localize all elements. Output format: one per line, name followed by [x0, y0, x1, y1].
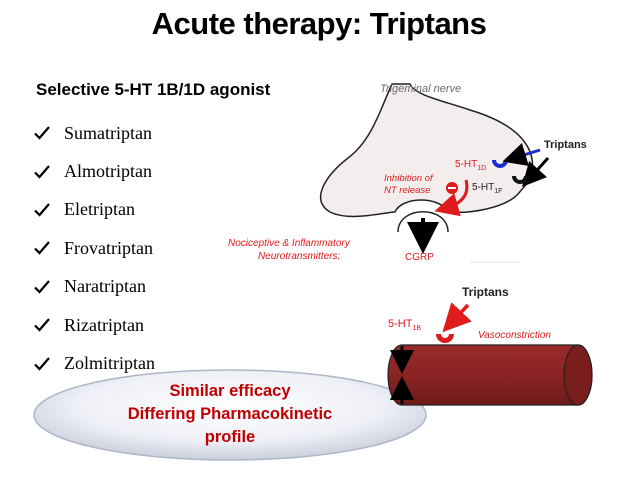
inhibition-arrow	[434, 179, 469, 217]
drug-name: Almotriptan	[64, 161, 152, 182]
checkmark-icon	[34, 280, 50, 294]
nerve-terminal	[319, 83, 534, 218]
drug-name: Naratriptan	[64, 276, 146, 297]
checkmark-icon	[34, 126, 50, 140]
triptan-list: Sumatriptan Almotriptan Eletriptan Frova…	[34, 114, 155, 383]
list-item: Frovatriptan	[34, 229, 155, 267]
callout-pill	[33, 369, 427, 461]
blood-vessel	[387, 344, 593, 406]
list-item: Sumatriptan	[34, 114, 155, 152]
list-item: Rizatriptan	[34, 306, 155, 344]
receptor-1b-label: 5-HT1B	[388, 318, 421, 332]
receptor-1f-label: 5-HT1F	[472, 182, 502, 195]
drug-name: Frovatriptan	[64, 237, 153, 258]
drug-name: Zolmitriptan	[64, 353, 155, 374]
receptor-1d-label: 5-HT1D	[455, 159, 486, 172]
checkmark-icon	[34, 356, 50, 371]
list-item: Zolmitriptan	[34, 344, 155, 382]
checkmark-icon	[34, 318, 50, 332]
synaptic-cleft	[397, 211, 449, 233]
slide-subtitle: Selective 5-HT 1B/1D agonist	[36, 80, 271, 99]
triptans-bottom-label: Triptans	[462, 285, 509, 299]
list-item: Eletriptan	[34, 191, 155, 229]
triptan-arrow-blue	[502, 143, 541, 166]
vessel-end	[563, 344, 593, 406]
receptor-1f-black	[512, 176, 528, 184]
checkmark-icon	[34, 241, 50, 255]
drug-name: Sumatriptan	[64, 122, 152, 143]
drug-name: Rizatriptan	[64, 314, 144, 335]
triptan-arrow-red	[442, 302, 472, 333]
vasoconstriction-label: Vasoconstriction	[478, 330, 551, 341]
cgrp-label: CGRP	[405, 252, 434, 263]
trigeminal-nerve-label: Trigeminal nerve	[380, 83, 461, 95]
triptans-top-label: Triptans	[544, 139, 587, 151]
callout-line-1: Similar efficacy	[169, 382, 291, 400]
slide-title: Acute therapy: Triptans	[151, 6, 487, 41]
list-item: Naratriptan	[34, 268, 155, 306]
callout-line-2: Differing Pharmacokinetic	[127, 405, 333, 423]
receptor-1b-red	[436, 334, 454, 343]
checkmark-icon	[34, 164, 50, 179]
callout-line-3: profile	[204, 428, 256, 446]
callout-text: Similar efficacy Differing Pharmacokinet…	[60, 380, 400, 449]
checkmark-icon	[34, 203, 50, 217]
inhibition-label: Inhibition of NT release	[384, 173, 435, 196]
nociceptive-label: Nociceptive & Inflammatory Neurotransmit…	[228, 238, 353, 262]
list-item: Almotriptan	[34, 152, 155, 190]
drug-name: Eletriptan	[64, 199, 135, 220]
triptan-arrow-black	[521, 156, 550, 187]
